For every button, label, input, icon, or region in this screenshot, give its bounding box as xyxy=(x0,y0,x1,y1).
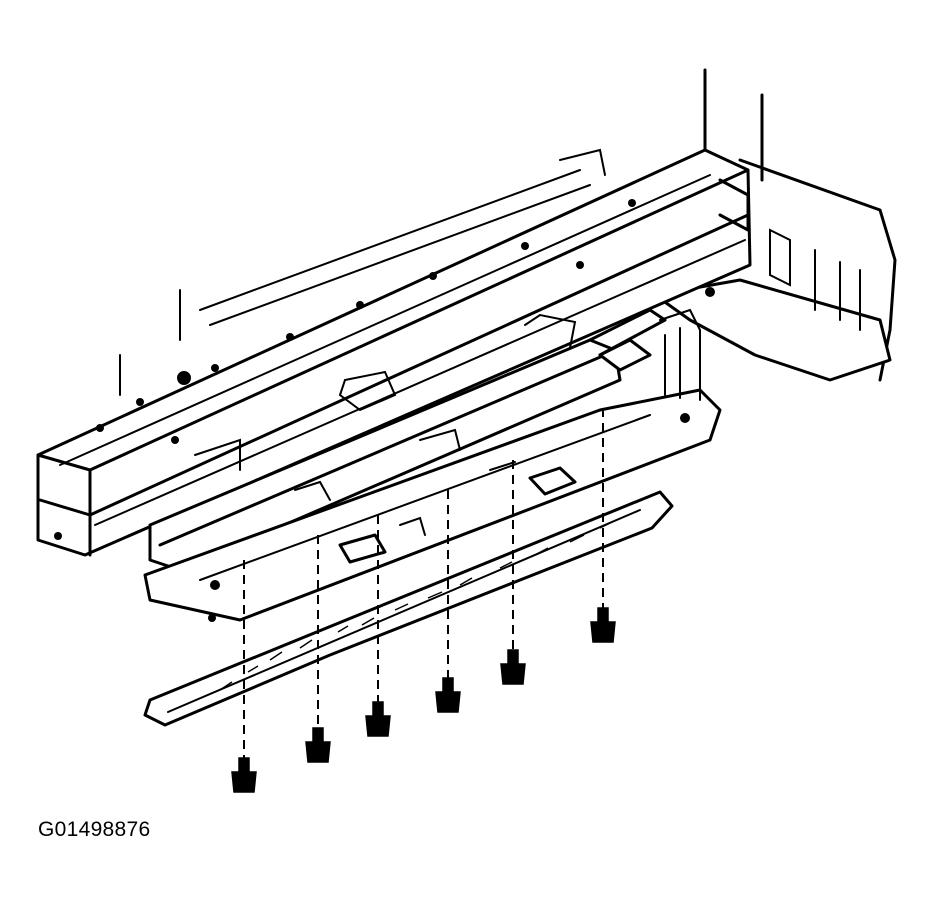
bolts xyxy=(231,607,616,793)
air-deflector xyxy=(143,490,674,727)
bolt-2 xyxy=(305,727,331,763)
body-side-panel xyxy=(653,68,897,382)
bolt-3 xyxy=(365,701,391,737)
front-crossmember xyxy=(36,148,752,557)
alignment-lines xyxy=(243,408,604,760)
bolt-1 xyxy=(231,757,257,793)
figure-id-label: G01498876 xyxy=(38,818,151,841)
bolt-5 xyxy=(500,649,526,685)
lower-support-bar xyxy=(148,308,667,572)
lower-tray xyxy=(143,308,722,622)
upper-frame-rails xyxy=(119,148,606,396)
bolt-4 xyxy=(435,677,461,713)
bolt-6 xyxy=(590,607,616,643)
